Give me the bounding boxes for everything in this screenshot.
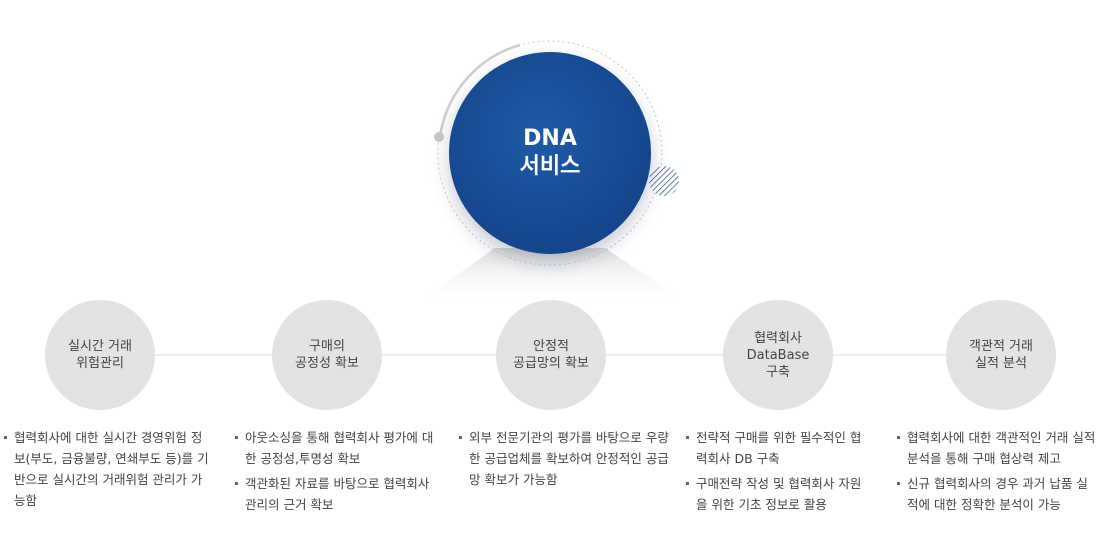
node-label-line: 실적 분석: [975, 356, 1027, 371]
hub-title-line2: 서비스: [519, 154, 581, 179]
description-item: 협력회사에 대한 객관적인 거래 실적분석을 통해 구매 협상력 제고: [897, 427, 1097, 469]
node-description-list: 아웃소싱을 통해 협력회사 평가에 대한 공정성,투명성 확보 객관화된 자료를…: [235, 427, 435, 519]
node-description-list: 협력회사에 대한 실시간 경영위험 정보(부도, 금융불량, 연쇄부도 등)를 …: [4, 427, 210, 515]
description-item: 협력회사에 대한 실시간 경영위험 정보(부도, 금융불량, 연쇄부도 등)를 …: [4, 427, 210, 511]
hatched-circle: [649, 166, 679, 196]
orbit-arc: [438, 43, 521, 138]
node-label-line: 안정적: [533, 339, 569, 354]
orbit-dot: [434, 132, 444, 142]
node-label-line: 구축: [766, 364, 790, 380]
description-item: 아웃소싱을 통해 협력회사 평가에 대한 공정성,투명성 확보: [235, 427, 435, 469]
node-label-line: 구매의: [309, 339, 345, 354]
hub-title-line1: DNA: [523, 126, 577, 151]
node-label-line: 객관적 거래: [969, 339, 1033, 354]
description-item: 전략적 구매를 위한 필수적인 협력회사 DB 구축: [686, 427, 872, 469]
node-description-list: 전략적 구매를 위한 필수적인 협력회사 DB 구축 구매전략 작성 및 협력회…: [686, 427, 872, 519]
node-description-list: 협력회사에 대한 객관적인 거래 실적분석을 통해 구매 협상력 제고 신규 협…: [897, 427, 1097, 519]
description-item: 구매전략 작성 및 협력회사 자원을 위한 기초 정보로 활용: [686, 473, 872, 515]
dashed-orbit: [437, 40, 663, 266]
node-label-line: 실시간 거래: [68, 339, 132, 354]
description-item: 외부 전문기관의 평가를 바탕으로 우량한 공급업체를 확보하여 안정적인 공급…: [459, 427, 669, 490]
description-item: 신규 협력회사의 경우 과거 납품 실적에 대한 정확한 분석이 가능: [897, 473, 1097, 515]
description-item: 객관화된 자료를 바탕으로 협력회사 관리의 근거 확보: [235, 473, 435, 515]
node-label-line: 위험관리: [76, 356, 124, 371]
dna-service-hub: DNA 서비스: [449, 52, 651, 254]
spotlight-shape: [415, 248, 690, 305]
node-label-line: 공급망의 확보: [513, 356, 589, 371]
node-performance-analysis: 객관적 거래 실적 분석: [946, 300, 1056, 410]
node-label-line: 공정성 확보: [295, 356, 359, 371]
node-realtime-risk: 실시간 거래 위험관리: [45, 300, 155, 410]
node-label-line: 협력회사: [754, 330, 802, 346]
node-database: 협력회사 DataBase 구축: [723, 300, 833, 410]
node-description-list: 외부 전문기관의 평가를 바탕으로 우량한 공급업체를 확보하여 안정적인 공급…: [459, 427, 669, 494]
node-fairness: 구매의 공정성 확보: [272, 300, 382, 410]
node-label-line: DataBase: [746, 347, 810, 363]
node-supply-chain: 안정적 공급망의 확보: [496, 300, 606, 410]
